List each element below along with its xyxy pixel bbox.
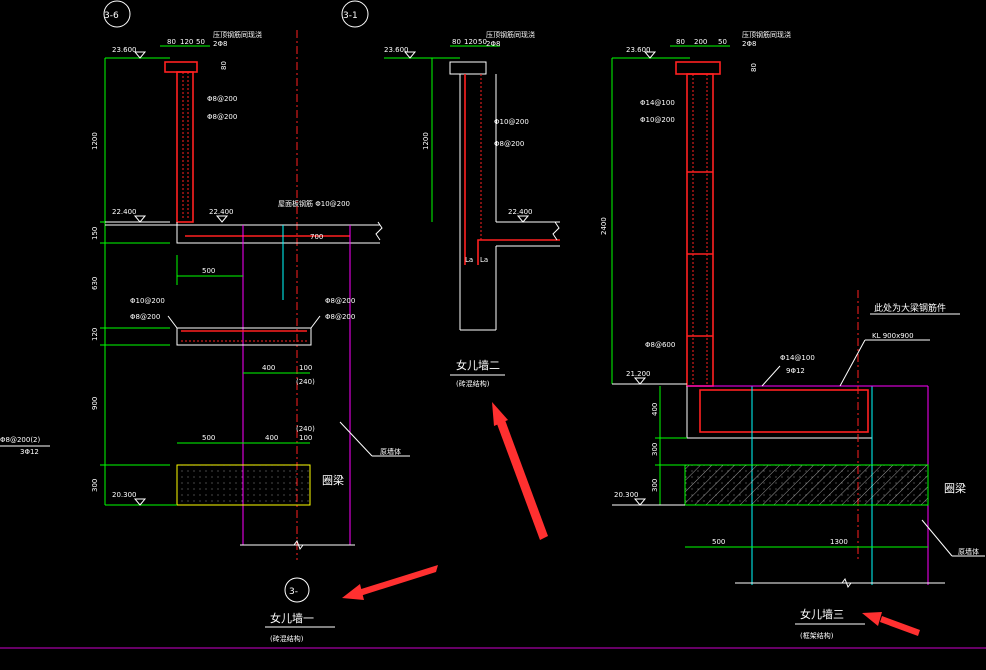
elev-top: 23.600	[112, 46, 137, 54]
rebar-v2: Φ8@200	[207, 113, 237, 121]
d3-cap-dim: 80	[750, 63, 758, 72]
annotation-arrows	[342, 402, 920, 636]
section-marker-3-6-label: 3-6	[104, 11, 119, 21]
d3-top-dim-50: 50	[718, 38, 727, 46]
d2-top-bar: 2Φ8	[486, 40, 500, 48]
slab-rebar-r1: Φ8@200	[325, 297, 355, 305]
d3-rebar-3: Φ8@600	[645, 341, 675, 349]
dim-100b: 100	[299, 434, 312, 442]
dim-500b: 500	[202, 434, 215, 442]
rebar-v1: Φ8@200	[207, 95, 237, 103]
d2-elev-mid: 22.400	[508, 208, 533, 216]
d3-top-bar: 2Φ8	[742, 40, 756, 48]
detail-3-subtitle: (框架结构)	[800, 631, 834, 640]
parapet-cap	[164, 61, 198, 73]
d3-dim-500: 500	[712, 538, 725, 546]
top-dim-50: 50	[196, 38, 205, 46]
slab-rebar-r2: Φ8@200	[325, 313, 355, 321]
dim-300: 300	[91, 479, 99, 492]
wall-note: 原墙体	[380, 447, 401, 456]
left-edge-2: 3Φ12	[20, 448, 39, 456]
elev-bottom: 20.300	[112, 491, 137, 499]
dim-900: 900	[91, 397, 99, 410]
mid-slab	[176, 327, 312, 346]
slab-rebar-l2: Φ8@200	[130, 313, 160, 321]
d3-dim-1300: 1300	[830, 538, 848, 546]
d2-top-dim-80: 80	[452, 38, 461, 46]
section-marker-bottom	[284, 577, 310, 603]
d2-dim-1200: 1200	[422, 132, 430, 150]
parapet-wall	[176, 71, 194, 223]
top-note: 压顶钢筋同现浇	[213, 30, 262, 39]
d3-top-note: 压顶钢筋同现浇	[742, 30, 791, 39]
d2-la1: La	[465, 256, 473, 264]
d3-beam-rebar-1: Φ14@100	[780, 354, 815, 362]
d3-dim-300b: 300	[651, 479, 659, 492]
arrow-to-detail-3	[880, 616, 920, 636]
detail-3-title: 女儿墙三	[800, 607, 844, 621]
elev-mid-left: 22.400	[112, 208, 137, 216]
slab-note: 屋面板钢筋 Φ10@200	[278, 199, 350, 208]
dim-630: 630	[91, 277, 99, 290]
detail-2-subtitle: (砖混结构)	[456, 379, 490, 388]
d3-rebar-1: Φ14@100	[640, 99, 675, 107]
d2-elev-top: 23.600	[384, 46, 409, 54]
d2-parapet-cap	[449, 61, 487, 75]
dim-400b: 400	[265, 434, 278, 442]
d3-parapet-cap	[675, 61, 721, 75]
d2-top-note: 压顶钢筋同现浇	[486, 30, 535, 39]
d3-dim-300a: 300	[651, 443, 659, 456]
dim-400a: 400	[262, 364, 275, 372]
section-marker-3-1-label: 3-1	[343, 11, 358, 21]
d2-la2: La	[480, 256, 488, 264]
section-marker-3-6	[103, 0, 131, 28]
detail-3-parapet-section: 80 200 50 压顶钢筋同现浇 2Φ8 80 23.600 Φ14@100 …	[600, 30, 985, 640]
d3-beam-label: 圈梁	[944, 481, 966, 495]
d3-parapet-wall	[686, 73, 714, 387]
slab-rebar-l1: Φ10@200	[130, 297, 165, 305]
d3-beam-rebar-2: 9Φ12	[786, 367, 805, 375]
d2-rebar-2: Φ8@200	[494, 140, 524, 148]
cap-dim: 80	[220, 61, 228, 70]
section-marker-3-1	[341, 0, 369, 28]
dim-240b: (240)	[296, 425, 315, 433]
detail-2-parapet-section: 3-1 80 120 50 压顶钢筋同现浇 2Φ8 23.600 1200 Φ1…	[341, 0, 560, 388]
d3-dim-400: 400	[651, 403, 659, 416]
arrow-to-detail-2	[497, 420, 548, 540]
dim-100a: 100	[299, 364, 312, 372]
elev-mid-right: 22.400	[209, 208, 234, 216]
beam-label: 圈梁	[322, 473, 344, 487]
detail-1-title: 女儿墙一	[270, 611, 314, 625]
detail-2-title: 女儿墙二	[456, 358, 500, 372]
dim-120: 120	[91, 328, 99, 341]
dim-700: 700	[310, 233, 323, 241]
top-bar: 2Φ8	[213, 40, 227, 48]
dim-240a: (240)	[296, 378, 315, 386]
d3-elev-top: 23.600	[626, 46, 651, 54]
d3-big-note: 此处为大梁钢筋件	[874, 302, 946, 314]
d3-top-dim-200: 200	[694, 38, 707, 46]
dim-1200: 1200	[91, 132, 99, 150]
d3-elev-mid: 21.200	[626, 370, 651, 378]
detail-1-subtitle: (砖混结构)	[270, 634, 304, 643]
d2-top-dim-50: 50	[478, 38, 487, 46]
d3-rebar-2: Φ10@200	[640, 116, 675, 124]
dim-500: 500	[202, 267, 215, 275]
dim-150: 150	[91, 227, 99, 240]
left-edge-1: Φ8@200(2)	[0, 436, 41, 444]
d3-kl-label: KL 900x900	[872, 332, 914, 340]
detail-1-parapet-section: 3-6 80 120 50 压顶钢筋同现浇 2Φ8 80 23.600 Φ8@2…	[0, 0, 410, 643]
d2-rebar-1: Φ10@200	[494, 118, 529, 126]
d2-top-dim-120: 120	[464, 38, 477, 46]
d3-dim-2400: 2400	[600, 217, 608, 235]
section-marker-bottom-label: 3-	[289, 587, 298, 597]
top-dim-80: 80	[167, 38, 176, 46]
d3-frame-beam	[686, 385, 873, 439]
d3-top-dim-80: 80	[676, 38, 685, 46]
arrow-to-detail-1	[358, 565, 438, 596]
top-dim-120: 120	[180, 38, 193, 46]
d3-wall-note: 原墙体	[958, 547, 979, 556]
d3-elev-bottom: 20.300	[614, 491, 639, 499]
